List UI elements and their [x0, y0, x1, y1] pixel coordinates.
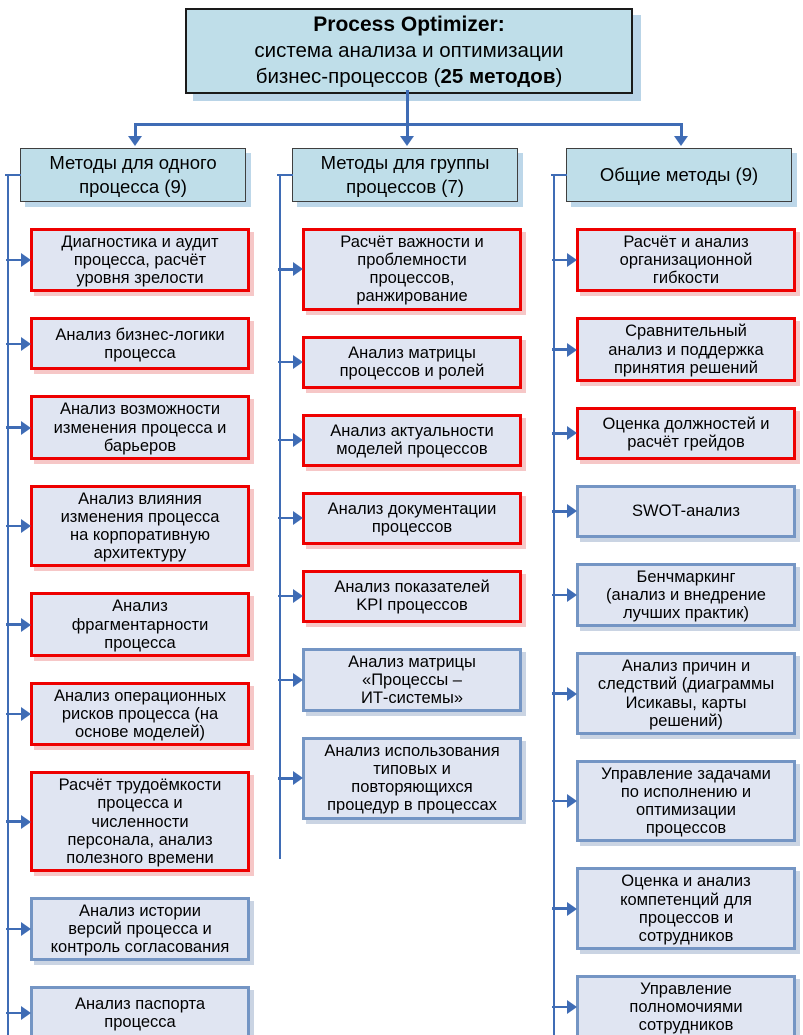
- method-box: Сравнительный анализ и поддержка приняти…: [552, 317, 796, 382]
- method-box: Анализ возможности изменения процесса и …: [6, 395, 250, 460]
- column-process-group-methods: Методы для группы процессов (7) Расчёт ва…: [277, 148, 522, 859]
- column-header: Методы для одного процесса (9): [5, 148, 246, 202]
- method-box: Бенчмаркинг (анализ и внедрение лучших п…: [552, 562, 796, 628]
- method-list: Расчёт и анализ организационной гибкости…: [552, 228, 796, 1035]
- method-box: Анализ причин и следствий (диаграммы Иси…: [552, 652, 796, 735]
- method-box: Оценка должностей и расчёт грейдов: [552, 406, 796, 460]
- column-header: Общие методы (9): [551, 148, 792, 202]
- method-box: Расчёт и анализ организационной гибкости: [552, 228, 796, 293]
- method-box: Управление полномочиями сотрудников: [552, 974, 796, 1035]
- title-line-3-suffix: ): [555, 64, 563, 88]
- method-box: Управление задачами по исполнению и опти…: [552, 759, 796, 843]
- arrowhead-left-icon: [128, 136, 142, 146]
- connector-drop-left: [134, 123, 137, 138]
- title-line-3-prefix: бизнес-процессов (: [255, 64, 441, 88]
- title-line-1: Process Optimizer:: [313, 13, 505, 36]
- method-box: Анализ актуальности моделей процессов: [278, 413, 522, 467]
- connector-trunk: [278, 175, 281, 859]
- method-box: Анализ матрицы процессов и ролей: [278, 335, 522, 389]
- method-box: Анализ истории версий процесса и контрол…: [6, 896, 250, 962]
- method-box: Расчёт важности и проблемности процессов…: [278, 228, 522, 311]
- method-box: Анализ использования типовых и повторяющ…: [278, 736, 522, 820]
- method-box: Анализ документации процессов: [278, 491, 522, 545]
- title-line-3-bold: 25 методов: [440, 64, 556, 88]
- connector-drop-middle: [406, 123, 409, 138]
- method-box: Расчёт трудоёмкости процесса и численнос…: [6, 771, 250, 872]
- arrowhead-middle-icon: [400, 136, 414, 146]
- method-box: Анализ бизнес-логики процесса: [6, 317, 250, 371]
- method-list: Расчёт важности и проблемности процессов…: [278, 228, 522, 820]
- method-box: Оценка и анализ компетенций для процессо…: [552, 867, 796, 950]
- connector-trunk: [552, 175, 555, 1035]
- method-list: Диагностика и аудит процесса, расчёт уро…: [6, 228, 250, 1035]
- method-box: Диагностика и аудит процесса, расчёт уро…: [6, 228, 250, 293]
- method-box: Анализ паспорта процесса: [6, 986, 250, 1035]
- connector-drop-right: [680, 123, 683, 138]
- arrowhead-right-icon: [674, 136, 688, 146]
- connector-title-drop: [406, 90, 409, 124]
- connector-trunk: [6, 175, 9, 1035]
- method-box: Анализ фрагментарности процесса: [6, 592, 250, 657]
- column-single-process-methods: Методы для одного процесса (9) Диагностик…: [5, 148, 250, 1035]
- method-box: SWOT-анализ: [552, 484, 796, 538]
- method-box: Анализ показателей KPI процессов: [278, 569, 522, 623]
- method-box: Анализ матрицы «Процессы – ИТ-системы»: [278, 647, 522, 712]
- column-general-methods: Общие методы (9) Расчёт и анализ организа…: [551, 148, 796, 1035]
- title-box: Process Optimizer: система анализа и опт…: [185, 8, 633, 94]
- method-box: Анализ влияния изменения процесса на кор…: [6, 484, 250, 568]
- method-box: Анализ операционных рисков процесса (на …: [6, 681, 250, 747]
- title-line-3: бизнес-процессов (25 методов): [256, 64, 563, 90]
- column-header: Методы для группы процессов (7): [277, 148, 518, 202]
- title-line-2: система анализа и оптимизации: [254, 39, 564, 63]
